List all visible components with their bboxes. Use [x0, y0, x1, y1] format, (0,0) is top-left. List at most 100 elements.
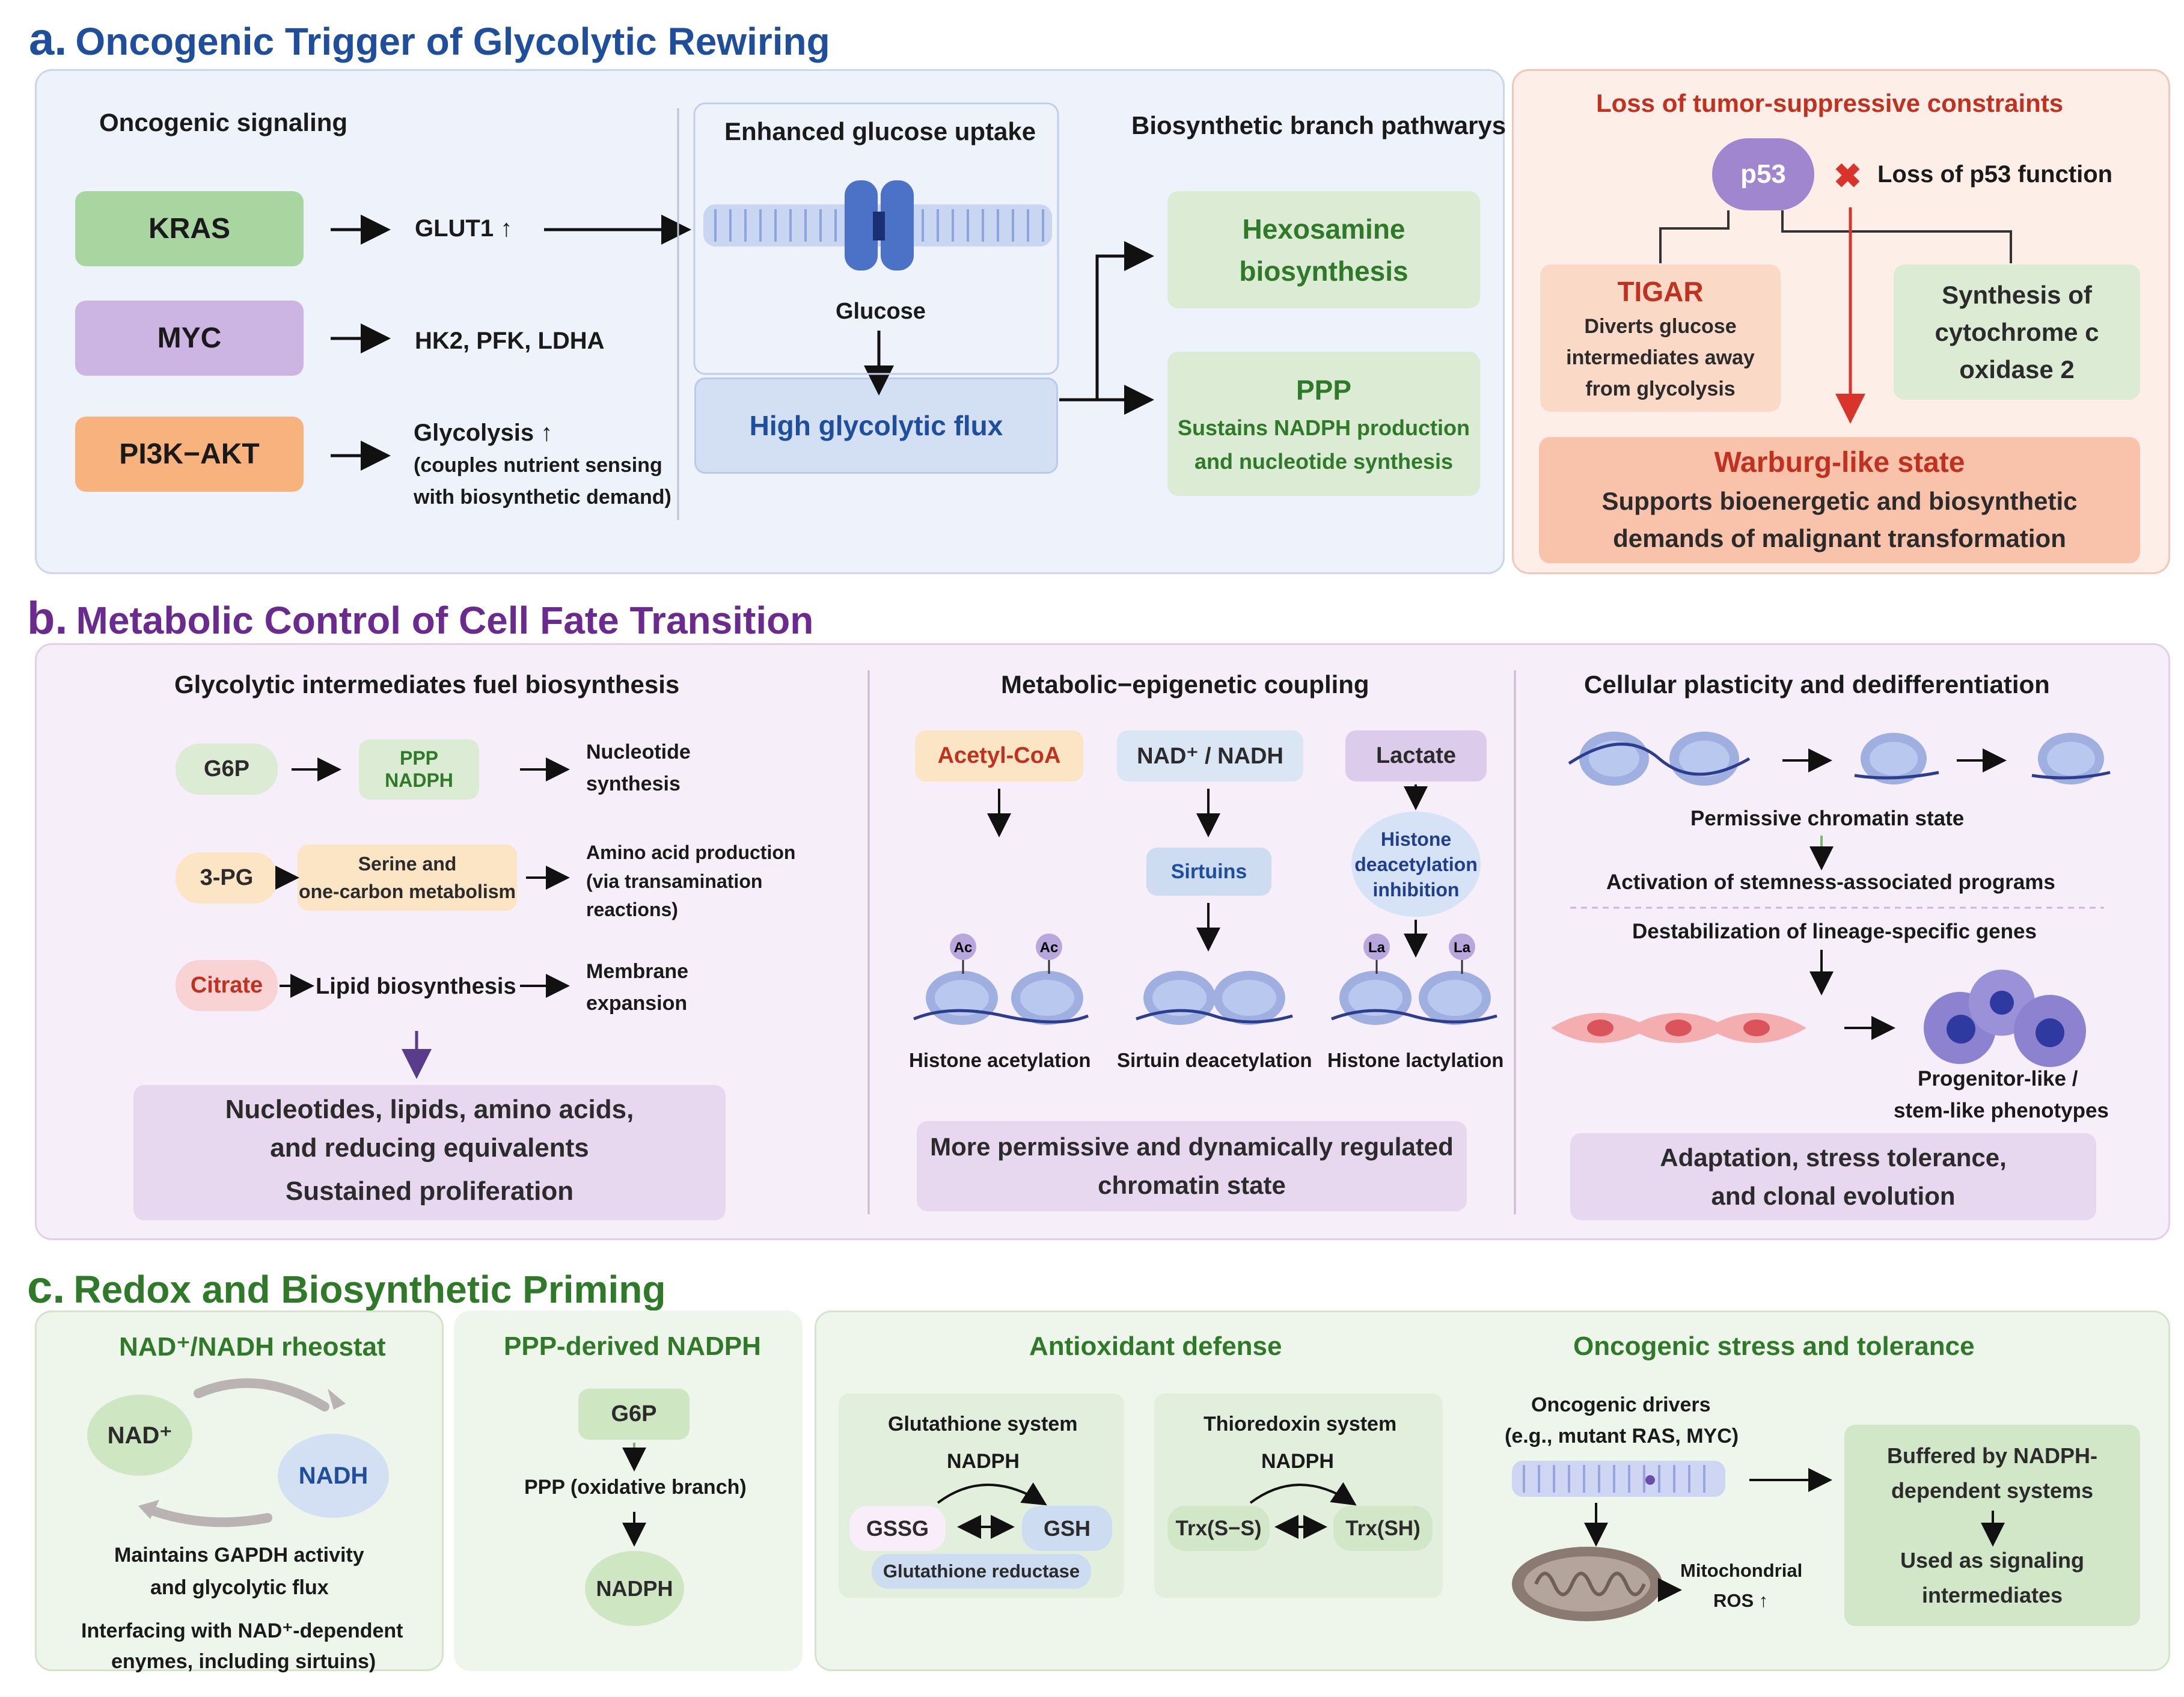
tigar-line-3: from glycolysis [1585, 377, 1736, 400]
b-output-line-1: Nucleotides, lipids, amino acids, [225, 1094, 634, 1124]
c-nadph-label: NADPH [596, 1576, 673, 1601]
enhanced-uptake-label: Enhanced glucose uptake [724, 117, 1036, 145]
b-ppp-label: PPP [399, 747, 439, 769]
nucleosomes-acetylation [913, 934, 1089, 1025]
nad-label: NAD⁺ [107, 1422, 173, 1449]
la-mark-1: La [1368, 940, 1386, 956]
tigar-line-2: intermediates away [1566, 346, 1755, 369]
kras-box: KRAS [75, 191, 304, 266]
histone-lactylation-label: Histone lactylation [1327, 1049, 1504, 1071]
adaptation-line-2: and clonal evolution [1711, 1181, 1956, 1210]
signal-line-1: Used as signaling [1900, 1547, 2085, 1573]
permissive-label: Permissive chromatin state [1690, 807, 1965, 830]
thioredoxin-system-label: Thioredoxin system [1204, 1413, 1397, 1436]
rheostat-cycle-arrows [142, 1378, 329, 1527]
lactate-box: Lactate [1345, 730, 1487, 781]
progenitor-cells-graphic [1924, 970, 2086, 1067]
section-c-title: c.Redox and Biosynthetic Priming [27, 1261, 665, 1313]
a-arrows [331, 215, 1154, 471]
acetyl-coa-box: Acetyl-CoA [915, 730, 1083, 781]
3pg-box: 3-PG [176, 852, 278, 904]
b-col3-title: Cellular plasticity and dedifferentiatio… [1584, 670, 2050, 699]
signal-line-2: intermediates [1921, 1582, 2063, 1607]
nucleotide-line-2: synthesis [586, 772, 681, 795]
uptake-box-outline [693, 102, 1059, 375]
b-output-line-2: and reducing equivalents [270, 1133, 589, 1163]
trx-sh-box: Trx(SH) [1333, 1506, 1433, 1551]
warburg-line-1: Supports bioenergetic and biosynthetic [1601, 487, 2078, 515]
loss-title: Loss of tumor-suppressive constraints [1596, 89, 2064, 117]
mitochondrion-graphic [1512, 1547, 1662, 1621]
hdi-circle: Histone deacetylation inhibition [1351, 812, 1481, 917]
loss-p53-label: Loss of p53 function [1877, 161, 2113, 188]
gssg-label: GSSG [866, 1515, 929, 1541]
oncogenic-signaling-label: Oncogenic signaling [99, 108, 348, 136]
ppp-box: PPP Sustains NADPH production and nucleo… [1167, 352, 1480, 496]
hdi-line-3: inhibition [1372, 878, 1460, 900]
warburg-box: Warburg-like state Supports bioenergetic… [1539, 437, 2140, 563]
glut-transporter-left [845, 180, 878, 271]
glutathione-system-label: Glutathione system [888, 1413, 1078, 1436]
gssg-box: GSSG [849, 1506, 946, 1551]
glut-nadph-label: NADPH [947, 1450, 1020, 1473]
g6p-label: G6P [203, 756, 250, 781]
sco2-box: Synthesis of cytochrome c oxidase 2 [1894, 264, 2140, 400]
trx-ss-box: Trx(S−S) [1167, 1506, 1270, 1551]
adaptation-box: Adaptation, stress tolerance, and clonal… [1570, 1133, 2096, 1220]
stemness-label: Activation of stemness-associated progra… [1606, 870, 2055, 894]
glut-reductase-label: Glutathione reductase [882, 1561, 1080, 1582]
serine-line-1: Serine and [358, 853, 457, 875]
high-flux-box: High glycolytic flux [694, 378, 1058, 474]
p53-cloud: p53 [1712, 138, 1814, 210]
sco2-line-2: cytochrome c [1935, 317, 2099, 346]
nucleotide-line-1: Nucleotide [586, 741, 691, 763]
section-c-title-text: Redox and Biosynthetic Priming [73, 1268, 666, 1311]
glut-reductase-box: Glutathione reductase [872, 1554, 1091, 1589]
lipid-label: Lipid biosynthesis [316, 974, 516, 999]
b-col1-arrows [275, 757, 570, 998]
tigar-line-1: Diverts glucose [1584, 314, 1737, 338]
nucleosomes-sirtuin [1136, 971, 1293, 1025]
warburg-label: Warburg-like state [1714, 447, 1965, 479]
membrane-line-1: Membrane [586, 960, 689, 983]
section-b-letter: b. [27, 593, 68, 644]
buffer-line-1: Buffered by NADPH- [1886, 1443, 2097, 1468]
tigar-label: TIGAR [1617, 275, 1704, 307]
antioxidant-title: Antioxidant defense [1029, 1332, 1282, 1361]
rheo-line-1: Maintains GAPDH activity [114, 1544, 364, 1567]
b-col1-title: Glycolytic intermediates fuel biosynthes… [174, 670, 680, 699]
section-c-letter: c. [27, 1262, 66, 1313]
c-g6p-box: G6P [578, 1389, 690, 1440]
gsh-box: GSH [1022, 1506, 1112, 1551]
c-nadph-circle: NADPH [585, 1551, 684, 1626]
chromatin-box: More permissive and dynamically regulate… [917, 1121, 1467, 1211]
nad-nadh-box: NAD⁺ / NADH [1117, 730, 1303, 781]
lactate-label: Lactate [1375, 743, 1457, 768]
ac-mark-1: Ac [954, 940, 973, 956]
nadh-circle: NADH [278, 1434, 389, 1518]
kras-label: KRAS [148, 213, 230, 245]
glycolysis-note-2: with biosynthetic demand) [414, 486, 671, 509]
high-flux-label: High glycolytic flux [749, 410, 1003, 441]
myc-label: MYC [157, 322, 222, 354]
thioredoxin-panel [1154, 1393, 1443, 1598]
glycolysis-label: Glycolysis ↑ [414, 420, 553, 446]
differentiated-cells-graphic [1551, 1013, 1806, 1043]
histone-acetylation-label: Histone acetylation [909, 1049, 1091, 1071]
warburg-line-2: demands of malignant transformation [1613, 524, 2066, 552]
chromatin-line-1: More permissive and dynamically regulate… [930, 1133, 1454, 1161]
chromatin-line-2: chromatin state [1098, 1171, 1286, 1199]
ppp-note-2: and nucleotide synthesis [1194, 449, 1454, 474]
hdi-line-1: Histone [1380, 828, 1452, 850]
stress-title: Oncogenic stress and tolerance [1573, 1332, 1975, 1361]
drivers-line-1: Oncogenic drivers [1531, 1393, 1711, 1416]
tigar-box: TIGAR Diverts glucose intermediates away… [1540, 264, 1781, 412]
glucose-label: Glucose [836, 299, 926, 324]
hk2-label: HK2, PFK, LDHA [415, 328, 605, 354]
mito-line-2: ROS ↑ [1713, 1590, 1769, 1611]
mito-line-1: Mitochondrial [1680, 1560, 1803, 1581]
sirtuin-deacetylation-label: Sirtuin deacetylation [1117, 1049, 1312, 1071]
rheostat-title: NAD⁺/NADH rheostat [119, 1332, 386, 1362]
sco2-line-1: Synthesis of [1942, 280, 2092, 309]
